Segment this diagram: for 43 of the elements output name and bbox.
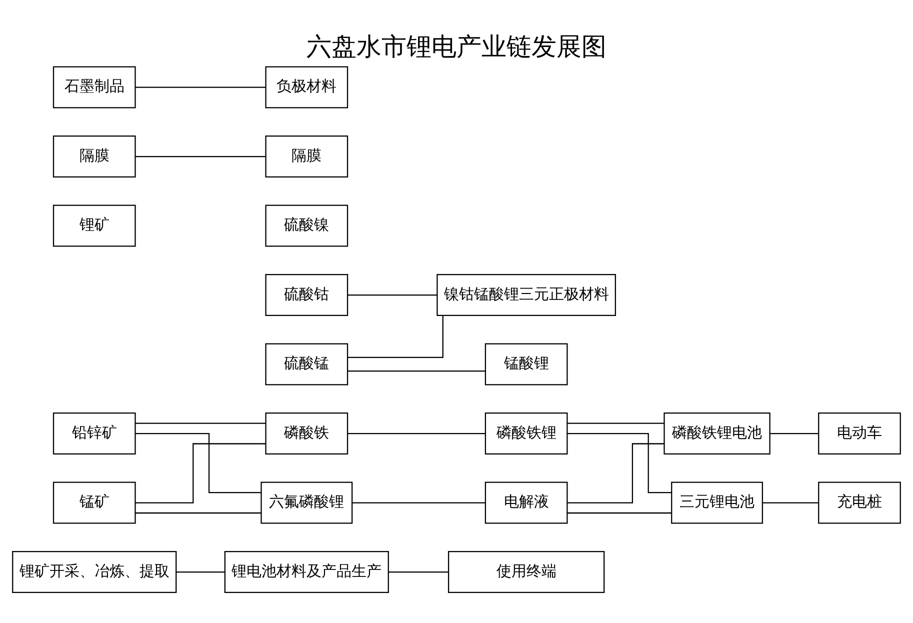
node-box: 硫酸镍	[265, 204, 348, 247]
connector	[348, 432, 486, 434]
node-box: 六氟磷酸锂	[260, 482, 353, 524]
node-box: 充电桩	[818, 482, 901, 524]
connector	[348, 294, 437, 296]
node-box: 锂矿开采、冶炼、提取	[12, 551, 177, 594]
node-box: 电动车	[818, 412, 901, 455]
node-box: 磷酸铁	[265, 412, 348, 455]
connector	[135, 432, 261, 494]
node-box: 硫酸锰	[265, 343, 348, 386]
connector	[176, 571, 225, 573]
node-box: 锂矿	[52, 204, 136, 247]
connector	[567, 512, 672, 514]
node-box: 锂电池材料及产品生产	[224, 551, 389, 594]
connector	[762, 502, 818, 504]
connector	[567, 432, 672, 494]
connector	[388, 571, 448, 573]
node-box: 镍钴锰酸锂三元正极材料	[436, 274, 616, 316]
connector	[770, 432, 818, 434]
connector	[135, 443, 266, 504]
connector	[567, 422, 664, 424]
connector	[348, 370, 486, 372]
connector	[135, 86, 266, 88]
node-box: 磷酸铁锂电池	[664, 412, 770, 455]
node-box: 锰矿	[52, 482, 136, 524]
connector	[135, 512, 262, 514]
node-box: 石墨制品	[52, 66, 136, 108]
node-box: 使用终端	[448, 551, 605, 594]
node-box: 三元锂电池	[671, 482, 763, 524]
node-box: 锰酸锂	[484, 343, 568, 386]
node-box: 负极材料	[265, 66, 348, 108]
connector	[352, 502, 486, 504]
node-box: 磷酸铁锂	[484, 412, 568, 455]
connector	[135, 422, 266, 424]
connector	[567, 443, 664, 504]
node-box: 电解液	[484, 482, 568, 524]
node-box: 隔膜	[265, 136, 348, 178]
connector	[135, 156, 266, 158]
diagram-title: 六盘水市锂电产业链发展图	[306, 32, 606, 62]
node-box: 隔膜	[52, 136, 136, 178]
connector	[348, 315, 444, 358]
node-box: 铅锌矿	[52, 412, 136, 455]
node-box: 硫酸钴	[265, 274, 348, 316]
